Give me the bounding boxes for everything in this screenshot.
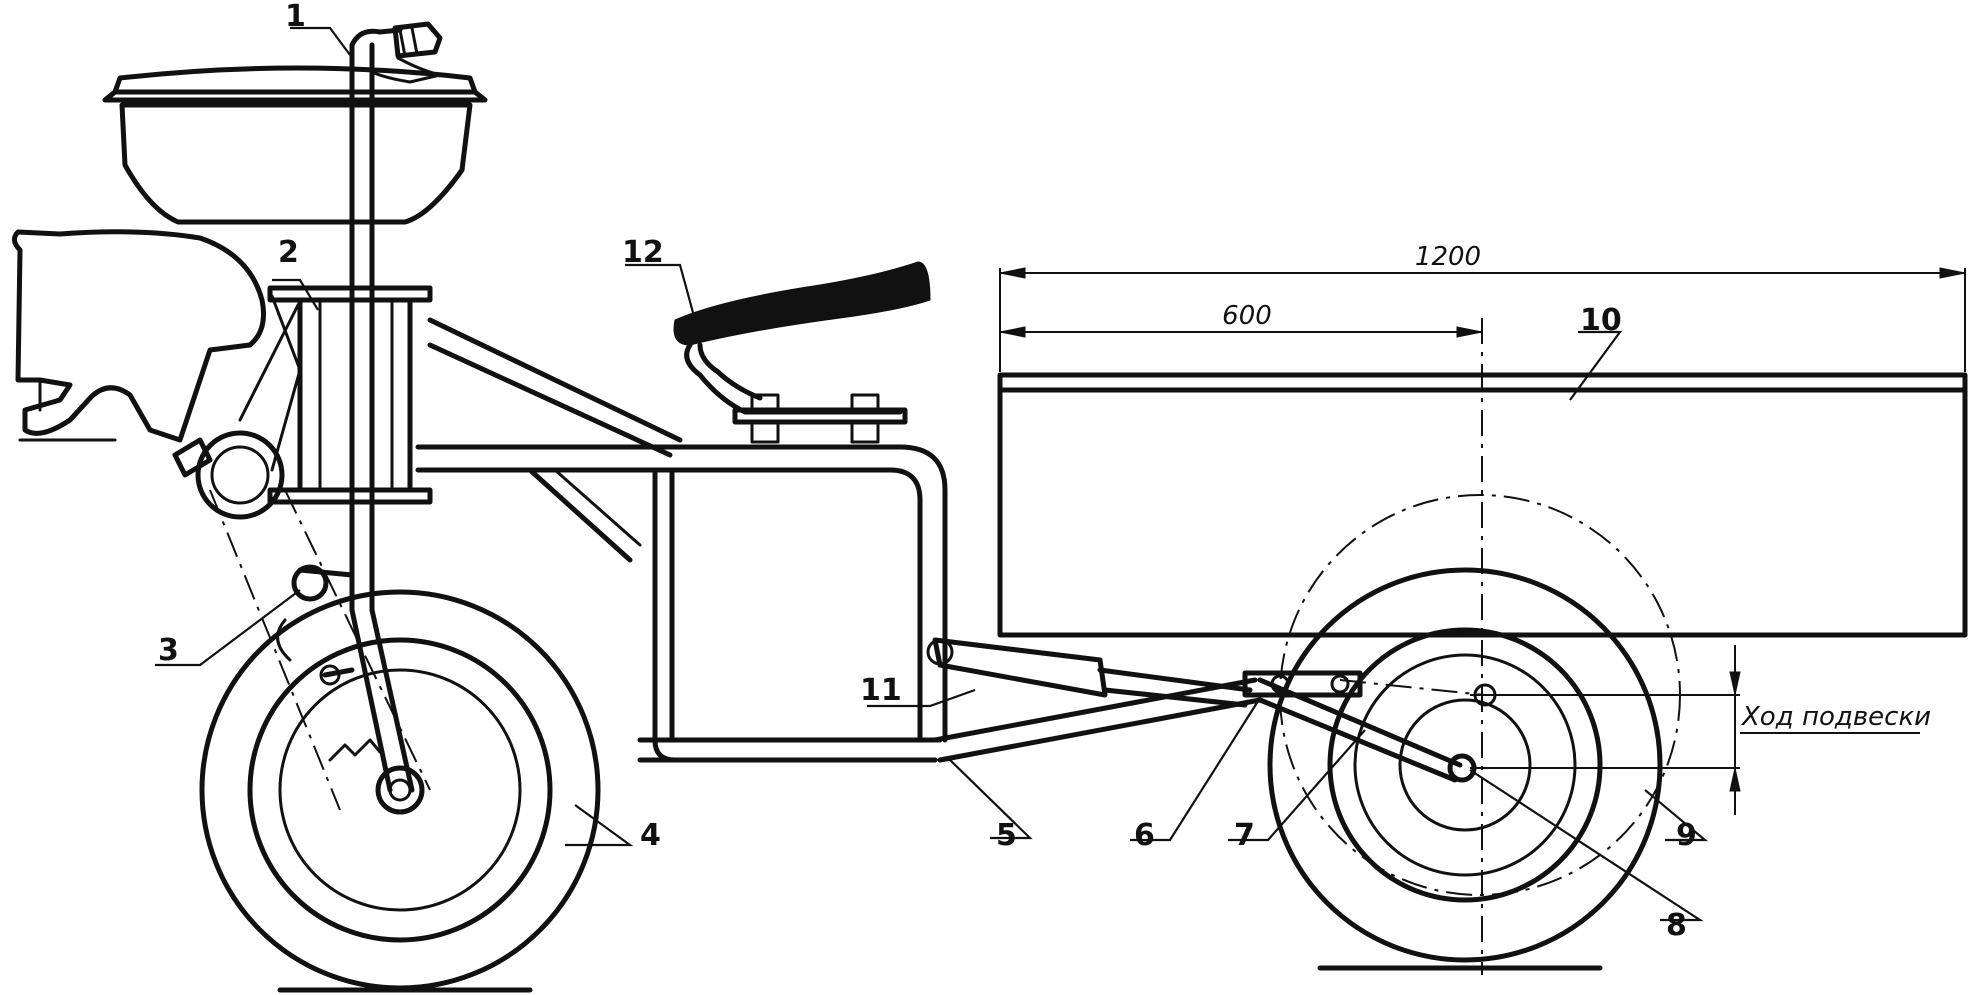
front-wheel — [199, 589, 601, 991]
callout-10: 10 — [1580, 303, 1622, 338]
dim-1200: 1200 — [1415, 242, 1481, 272]
callout-2: 2 — [278, 235, 299, 270]
callout-6: 6 — [1134, 818, 1155, 853]
dimension-lines — [999, 267, 1966, 975]
dim-suspension-travel: Ход подвески — [1740, 702, 1931, 732]
frame — [415, 317, 948, 763]
dim-600: 600 — [1222, 301, 1272, 331]
callout-1: 1 — [285, 0, 306, 34]
shock-absorber — [926, 637, 1253, 708]
callout-9: 9 — [1676, 818, 1697, 853]
front-pulley-mount — [172, 430, 285, 520]
callout-5: 5 — [996, 818, 1017, 853]
rear-wheel — [1267, 567, 1663, 963]
fuel-tank — [102, 65, 488, 225]
callout-4: 4 — [640, 818, 661, 853]
front-fork-and-chain — [209, 489, 431, 811]
ground-lines — [277, 965, 1603, 993]
callout-11: 11 — [860, 673, 902, 708]
callout-3: 3 — [158, 633, 179, 668]
seat — [673, 261, 931, 444]
steering-column — [349, 21, 443, 613]
rear-suspension — [932, 670, 1497, 783]
callout-12: 12 — [622, 235, 664, 270]
steering-head-clamp — [238, 285, 433, 505]
callout-leaders — [155, 26, 1709, 922]
engine — [12, 229, 266, 443]
callout-8: 8 — [1666, 908, 1687, 943]
callout-7: 7 — [1234, 818, 1255, 853]
